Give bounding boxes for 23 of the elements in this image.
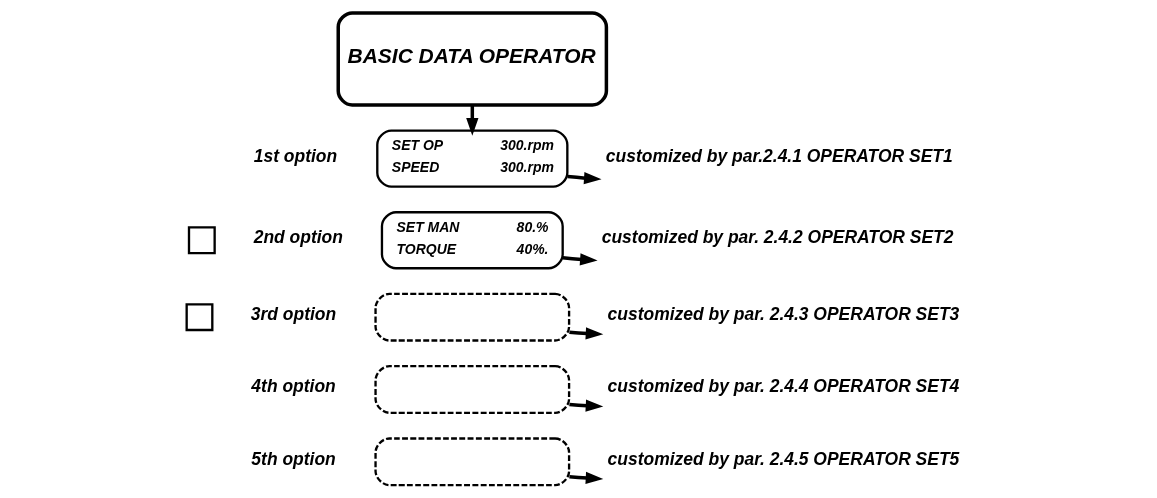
node-box: SET MAN 80.% TORQUE 40%. [380, 211, 564, 270]
node-box [187, 226, 216, 255]
node-box [373, 365, 570, 414]
node-text: customized by par. 2.4.5 OPERATOR SET5 [607, 448, 959, 469]
node-text: customized by par. 2.4.3 OPERATOR SET3 [607, 304, 959, 325]
arrow [568, 471, 603, 485]
node-label: 5th option [250, 448, 336, 469]
arrow [562, 253, 598, 266]
node-label: 3rd option [250, 304, 336, 325]
node-text: customized by par. 2.4.4 OPERATOR SET4 [607, 376, 959, 397]
arrow [566, 171, 602, 185]
arrow [568, 399, 603, 412]
arrow [568, 327, 603, 340]
node-box: BASIC DATA OPERATOR [336, 11, 608, 107]
node-box [373, 292, 570, 342]
node-box: SET OP 300.rpm SPEED 300.rpm [375, 129, 568, 188]
node-box [373, 437, 570, 487]
node-label: 2nd option [253, 227, 343, 248]
node-label: 4th option [250, 376, 336, 397]
node-text: customized by par. 2.4.2 OPERATOR SET2 [601, 227, 953, 248]
node-box [185, 303, 213, 332]
node-text: customized by par.2.4.1 OPERATOR SET1 [605, 145, 953, 166]
node-label: 1st option [253, 145, 337, 166]
